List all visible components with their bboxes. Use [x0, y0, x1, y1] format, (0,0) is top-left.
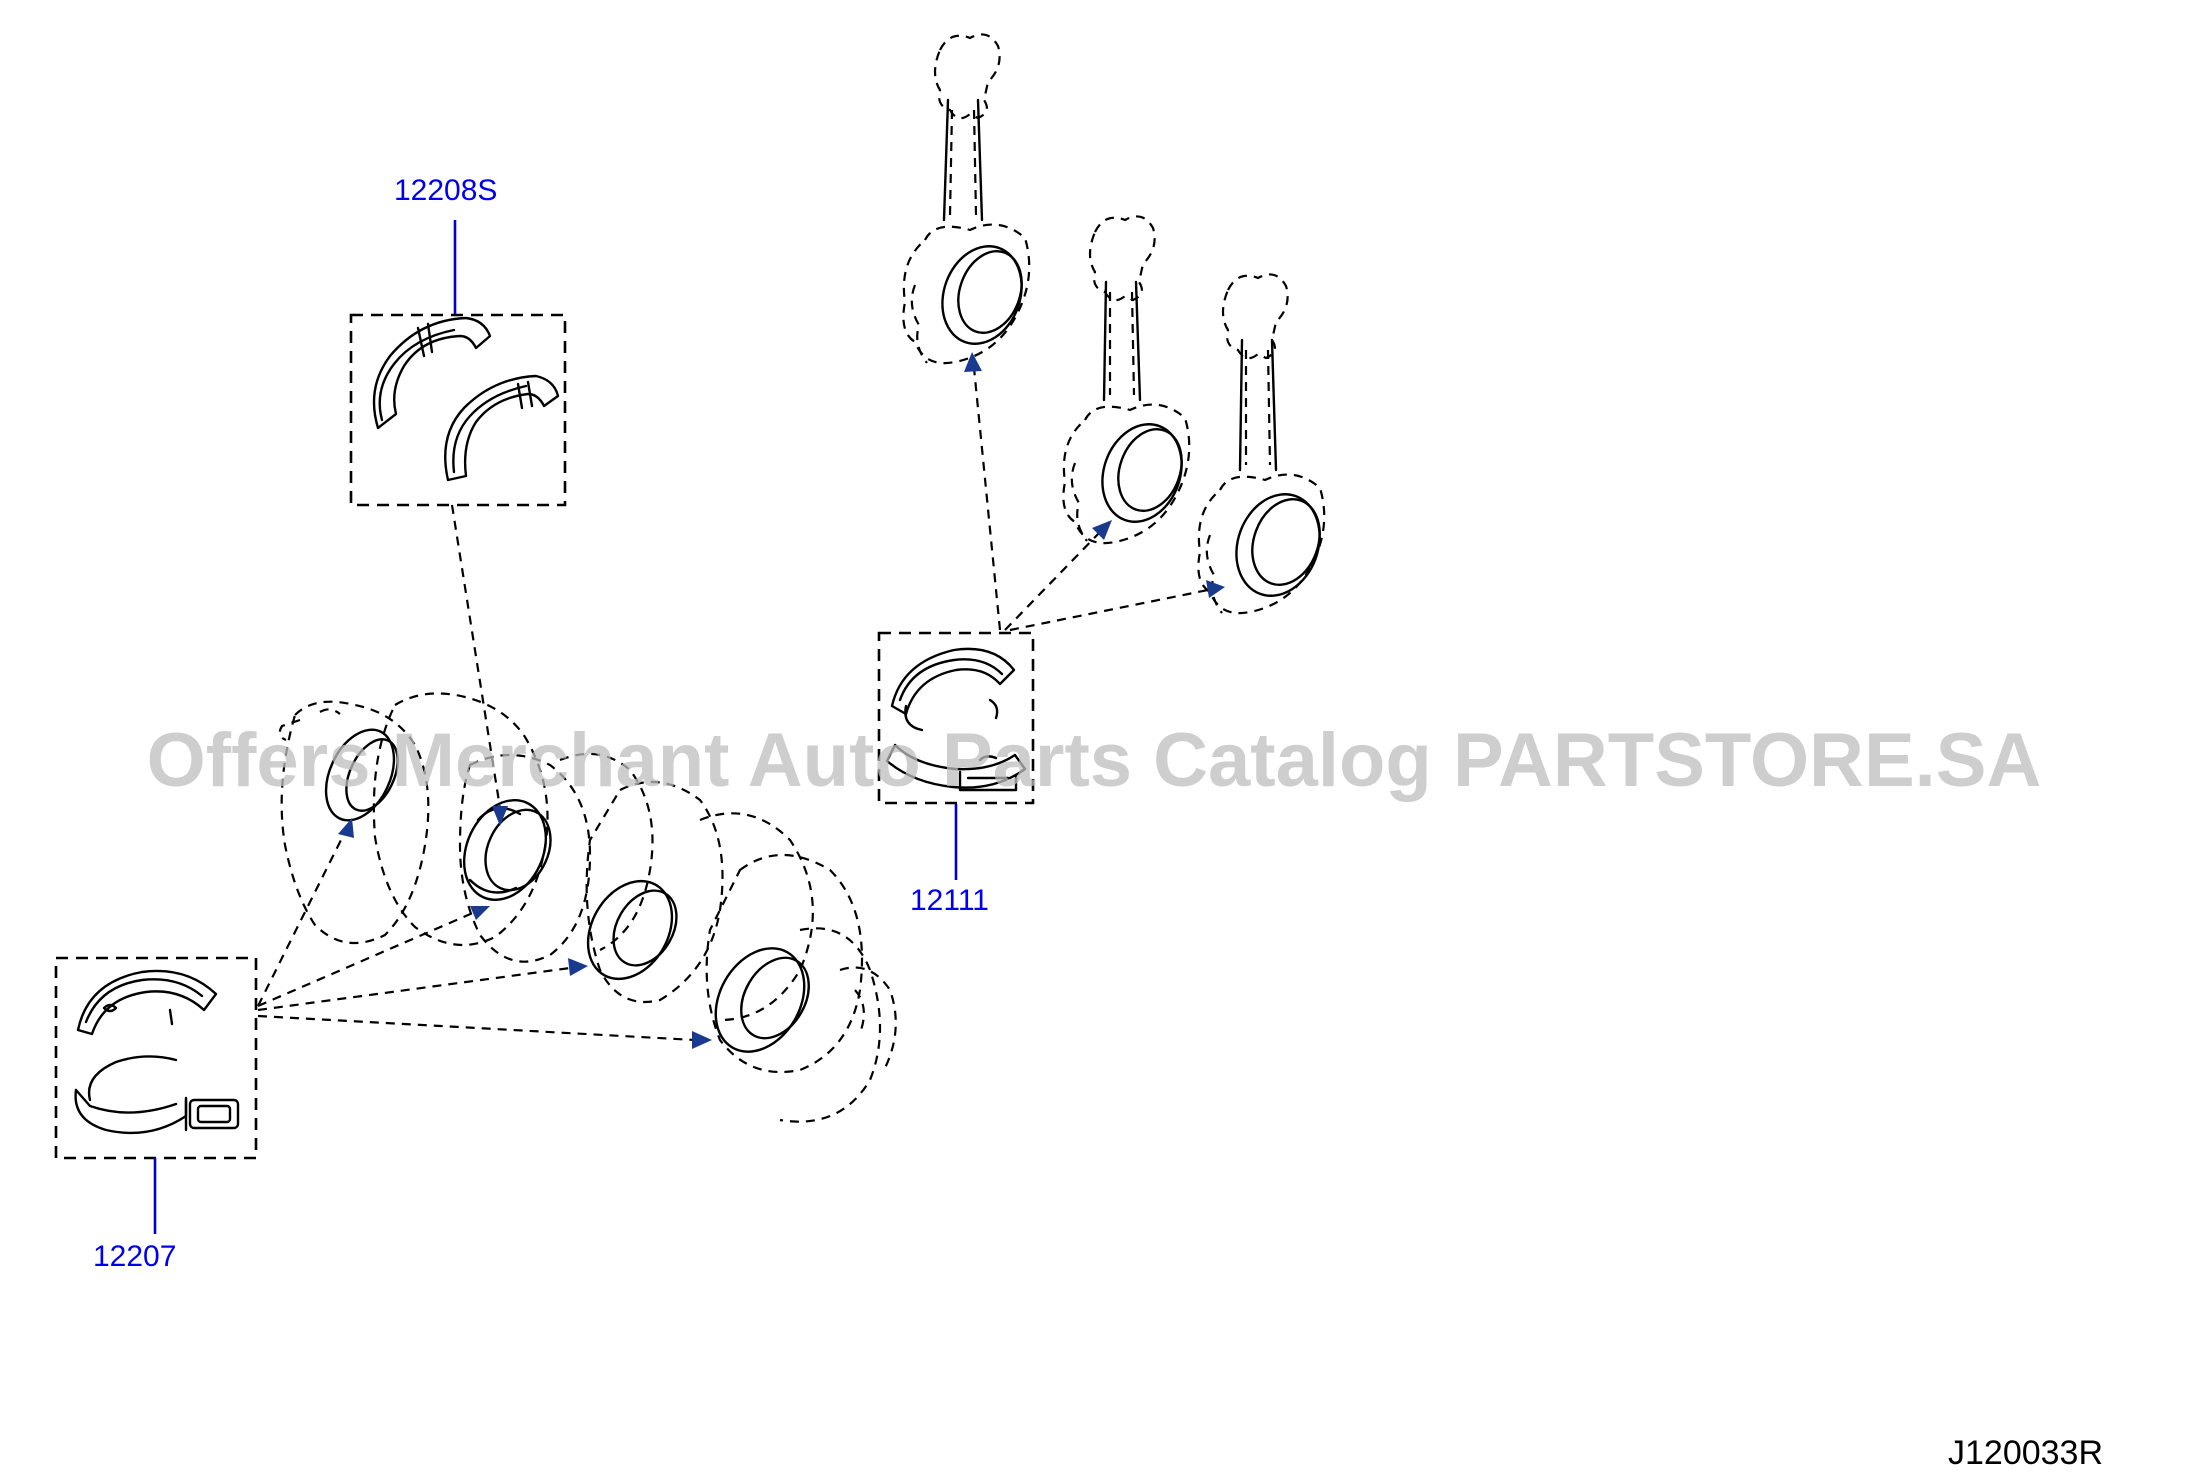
arrow-main-3: [568, 958, 588, 976]
arrow-rod-1: [964, 352, 982, 372]
arrow-main-4: [692, 1031, 712, 1049]
callout-12208s[interactable]: 12208S: [394, 174, 497, 207]
main-bearing-box: [54, 956, 258, 1160]
arrow-rod-3: [1206, 580, 1225, 598]
connecting-rod-bearing-box: [877, 631, 1035, 805]
callout-leaders: [153, 220, 958, 1234]
connecting-rod-3: [1197, 273, 1326, 615]
callout-12207[interactable]: 12207: [93, 1240, 176, 1273]
connecting-rod-2: [1062, 215, 1191, 545]
arrow-main-2: [470, 906, 490, 920]
diagram-code: J120033R: [1948, 1434, 2103, 1472]
arrowheads: [338, 352, 1225, 1049]
arrow-main-1: [338, 818, 354, 838]
callout-12111[interactable]: 12111: [910, 884, 989, 917]
watermark-text: Offers Merchant Auto Parts Catalog PARTS…: [147, 718, 2042, 803]
connecting-rod-1: [902, 33, 1031, 365]
indicator-lines: [257, 367, 1209, 1042]
thrust-bearing-box: [349, 313, 567, 507]
arrow-rod-2: [1092, 520, 1112, 540]
arrow-thrust-bearing: [492, 806, 508, 826]
